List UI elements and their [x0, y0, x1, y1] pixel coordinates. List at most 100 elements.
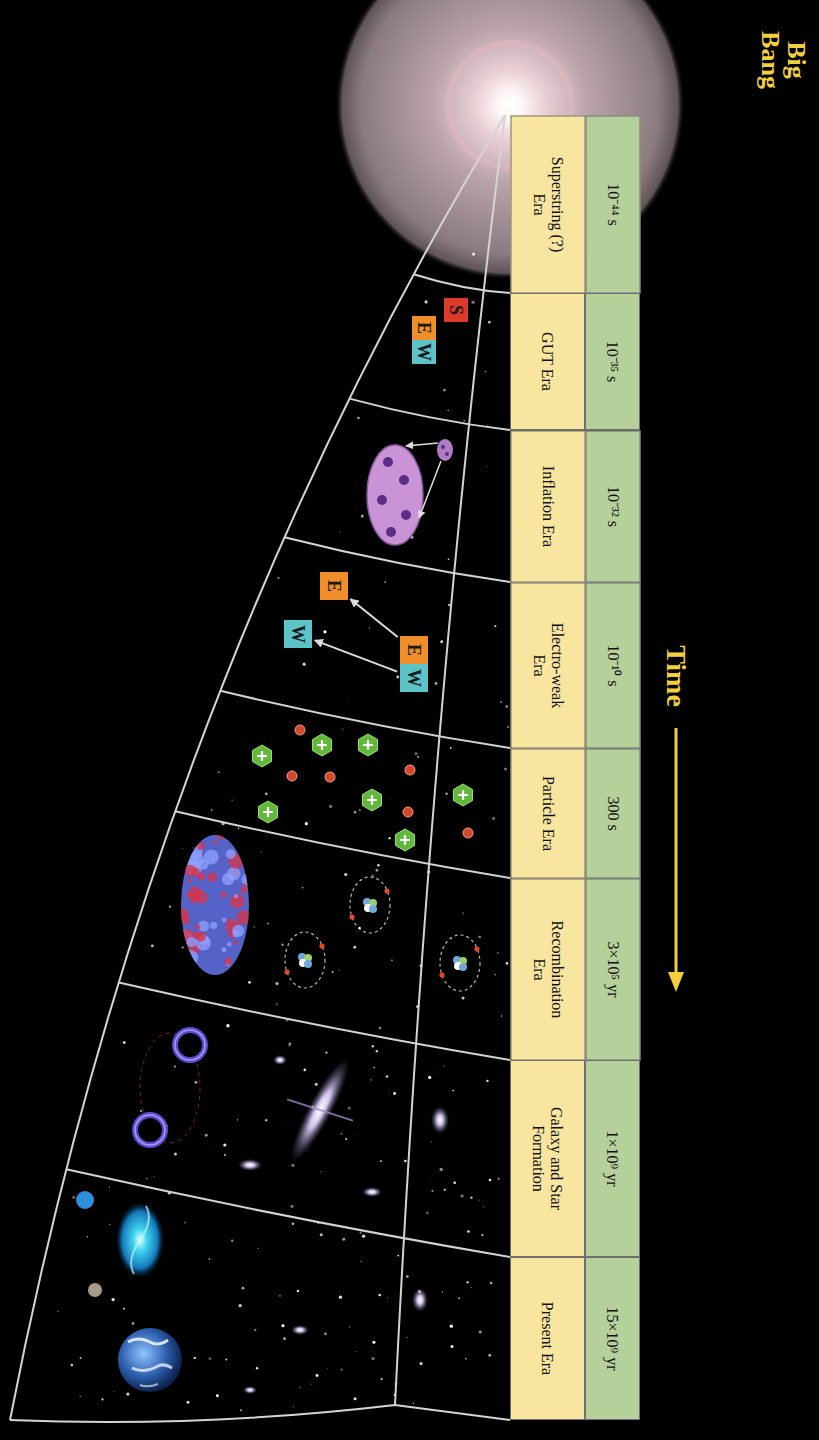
star-field	[141, 730, 142, 731]
star-field	[30, 1097, 33, 1100]
cosmic-background-map	[197, 842, 204, 849]
connector-arrow	[315, 640, 397, 671]
star-field	[292, 1222, 295, 1225]
cosmic-background-map	[238, 956, 246, 964]
star-field	[384, 581, 386, 583]
time-cell: 10⁻³² s	[585, 430, 640, 582]
star-field	[225, 1358, 227, 1360]
star-field	[396, 676, 399, 679]
cosmic-background-map	[240, 946, 254, 960]
star-field	[498, 1178, 500, 1180]
star-field	[200, 706, 202, 708]
particle-soup	[257, 751, 267, 761]
time-cell: 10⁻¹⁰ s	[585, 582, 640, 748]
star-field	[140, 1110, 142, 1112]
star-field	[376, 1050, 378, 1052]
star-field	[283, 1337, 286, 1340]
star-field	[12, 720, 14, 722]
particle-soup	[312, 734, 331, 756]
present-universe	[132, 1365, 172, 1371]
star-field	[463, 420, 465, 422]
electromagnetic-force-box: E	[412, 316, 436, 340]
star-field	[35, 1247, 37, 1249]
star-field	[80, 1396, 81, 1397]
era-name: Present Era	[539, 1302, 557, 1375]
star-field	[85, 415, 87, 417]
star-field	[224, 1154, 226, 1156]
star-field	[380, 1160, 382, 1162]
star-field	[488, 1354, 491, 1357]
inflation-bubble	[367, 439, 453, 545]
star-field	[324, 1332, 327, 1335]
star-field	[387, 1297, 389, 1299]
star-field	[276, 1003, 278, 1005]
star-field	[443, 389, 446, 392]
galaxy-formation	[362, 1187, 382, 1197]
star-field	[238, 828, 239, 829]
star-field	[23, 656, 26, 659]
star-field	[303, 1069, 306, 1072]
star-field	[316, 1374, 319, 1377]
star-field	[501, 1015, 503, 1017]
star-field	[226, 1024, 229, 1027]
star-field	[187, 1401, 190, 1404]
cosmic-background-map	[217, 831, 226, 840]
star-field	[25, 1306, 28, 1309]
star-field	[448, 604, 450, 606]
star-field	[174, 1153, 177, 1156]
star-field	[450, 1324, 453, 1327]
galaxy-formation	[135, 1115, 165, 1145]
star-field	[348, 1106, 351, 1109]
particle-soup	[458, 790, 468, 800]
star-field	[45, 166, 47, 168]
star-field	[106, 756, 108, 758]
time-value: 15×10⁹ yr	[604, 1307, 622, 1371]
star-field	[453, 1181, 456, 1184]
star-field	[7, 1231, 9, 1233]
era-cell: Inflation Era	[510, 430, 585, 582]
star-field	[466, 1281, 468, 1283]
cone-outline	[10, 115, 510, 1422]
time-cell: 15×10⁹ yr	[585, 1257, 640, 1420]
inflation-bubble	[406, 443, 438, 446]
present-universe	[243, 1386, 257, 1394]
star-field	[267, 922, 269, 924]
star-field	[377, 864, 380, 867]
star-field	[320, 1233, 323, 1236]
star-field	[470, 1197, 472, 1199]
era-name: Inflation Era	[539, 465, 557, 546]
particle-soup	[263, 807, 273, 817]
cosmic-background-map	[222, 873, 234, 885]
star-field	[486, 1080, 488, 1082]
star-field	[500, 701, 501, 702]
era-cell: Galaxy and Star Formation	[510, 1060, 585, 1257]
era-cell: GUT Era	[510, 293, 585, 430]
cosmic-background-map	[194, 932, 201, 939]
star-field	[242, 1287, 245, 1290]
star-field	[338, 969, 340, 971]
particle-soup	[252, 745, 271, 767]
particle-soup	[358, 734, 377, 756]
time-value: 1×10⁹ yr	[604, 1131, 622, 1187]
particle-soup	[252, 725, 473, 851]
star-field	[332, 971, 334, 973]
particle-soup	[317, 740, 327, 750]
cone-outline	[349, 399, 510, 430]
particle-soup	[367, 795, 377, 805]
star-field	[17, 734, 19, 736]
star-field	[129, 760, 132, 763]
cosmic-background-map	[220, 892, 226, 898]
cosmic-background-map	[189, 886, 201, 898]
present-universe	[88, 1283, 102, 1297]
star-field	[340, 1369, 342, 1371]
present-universe	[412, 1288, 428, 1312]
star-field	[359, 1232, 361, 1234]
star-field	[174, 1065, 176, 1067]
cosmic-background-map	[188, 878, 192, 882]
particle-soup	[463, 828, 473, 838]
star-field	[80, 1357, 82, 1359]
star-field	[478, 1199, 479, 1200]
star-field	[355, 1351, 356, 1352]
star-field	[107, 339, 109, 341]
star-field	[265, 1119, 267, 1121]
